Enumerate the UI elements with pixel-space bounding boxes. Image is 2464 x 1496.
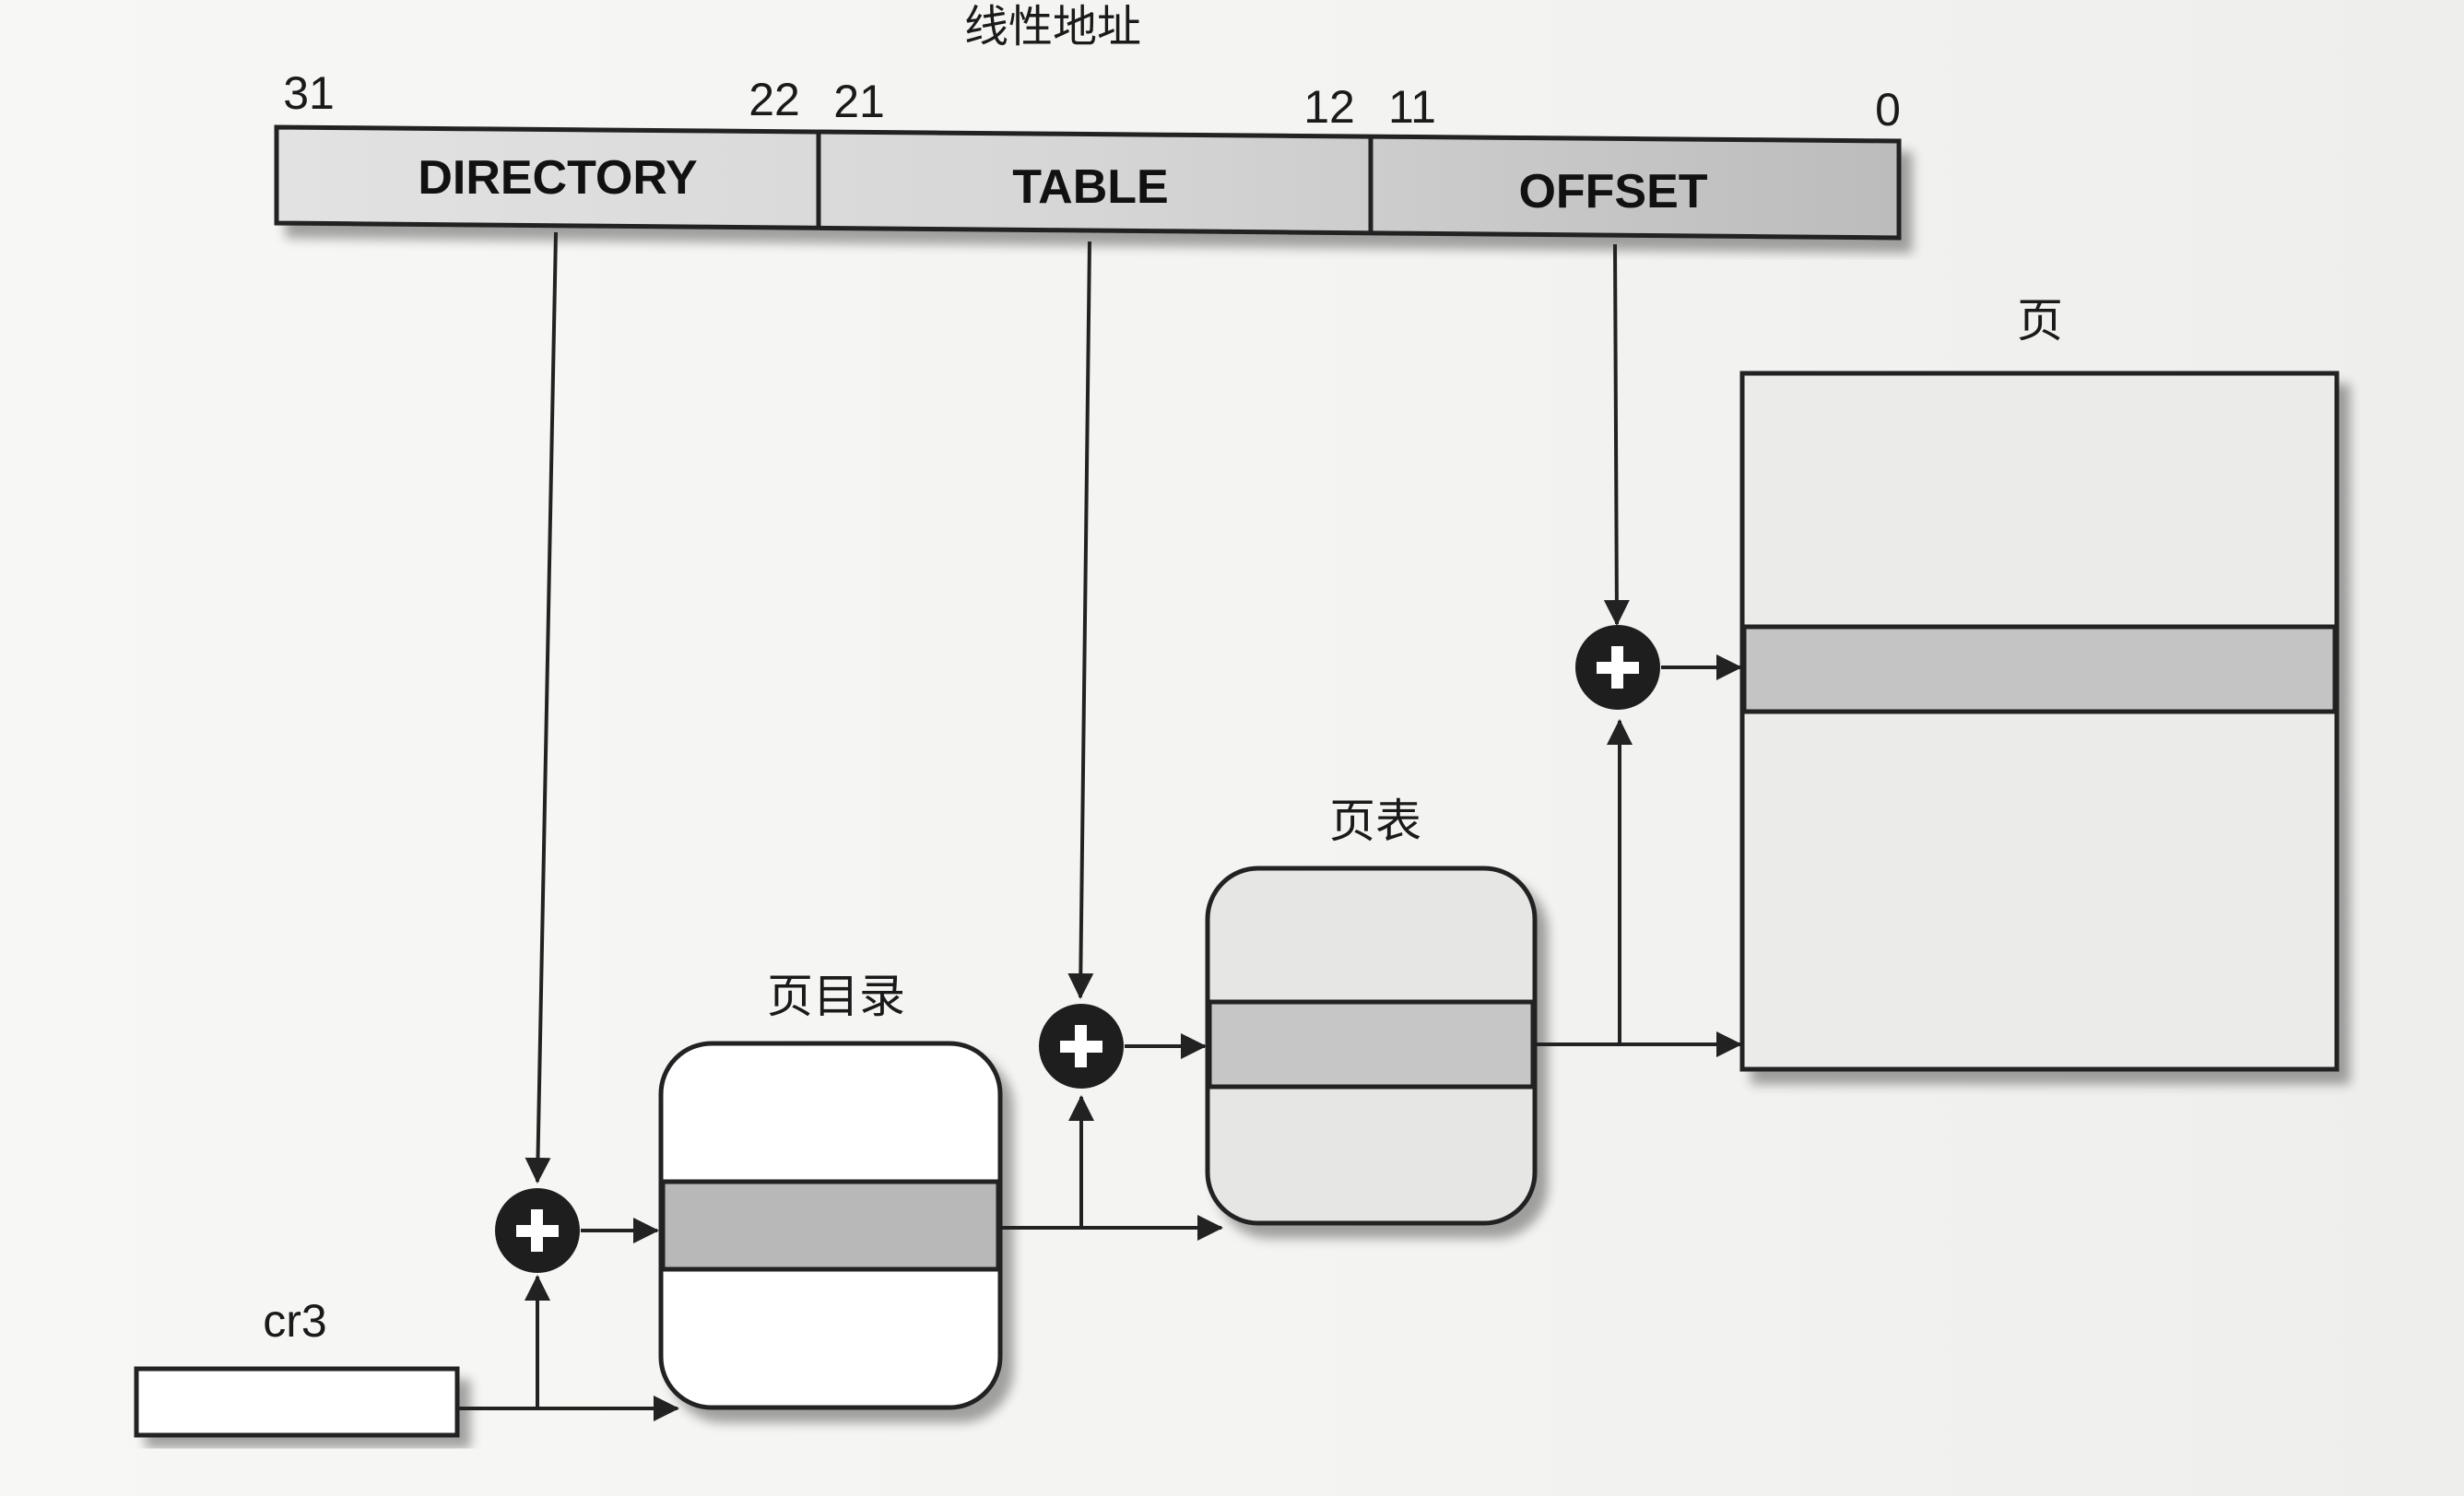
adder-directory xyxy=(495,1188,580,1273)
page-label: 页 xyxy=(2017,294,2063,347)
table-arrow xyxy=(1067,241,1094,999)
directory-field: DIRECTORY xyxy=(418,151,697,205)
directory-arrow xyxy=(525,231,558,1184)
page-table-label: 页表 xyxy=(1329,795,1421,848)
page-directory-entry-row xyxy=(660,1179,1001,1272)
bit-31-label: 31 xyxy=(283,67,335,119)
adder-plus-vertical xyxy=(1075,1025,1087,1067)
page-entry-row xyxy=(1741,624,2338,714)
bit-12-label: 12 xyxy=(1303,81,1355,133)
table-field: TABLE xyxy=(1012,160,1168,214)
bit-0-label: 0 xyxy=(1875,84,1901,135)
adder-plus-vertical xyxy=(1611,646,1623,689)
bit-11-label: 11 xyxy=(1388,81,1436,133)
page-box xyxy=(1739,371,2340,1072)
offset-arrow xyxy=(1603,243,1630,626)
linear-address-title: 线性地址 xyxy=(964,1,1141,53)
bit-21-label: 21 xyxy=(833,76,885,127)
cr3-register xyxy=(134,1366,460,1438)
page-directory-label: 页目录 xyxy=(767,970,905,1023)
offset-field: OFFSET xyxy=(1518,165,1707,218)
bit-22-label: 22 xyxy=(749,74,800,125)
linear-address-bar xyxy=(274,124,1902,241)
adder-table xyxy=(1039,1004,1124,1089)
adder-offset xyxy=(1575,625,1660,710)
connectors xyxy=(459,231,1742,1421)
cr3-label: cr3 xyxy=(263,1295,326,1347)
page-table-entry-row xyxy=(1207,999,1536,1090)
adder-plus-vertical xyxy=(531,1209,543,1252)
